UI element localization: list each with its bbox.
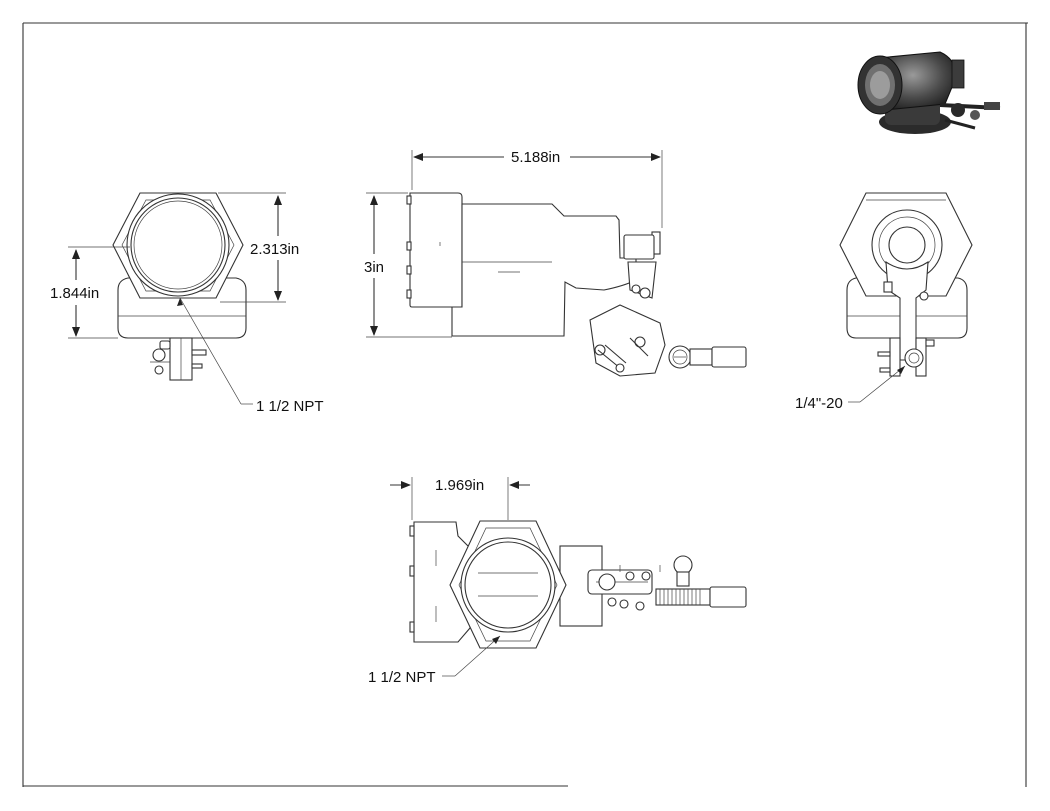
side-view	[406, 192, 747, 377]
front-center-height-label: 1.844in	[50, 285, 99, 302]
top-width-label: 1.969in	[435, 477, 484, 494]
front-overall-height-label: 2.313in	[250, 241, 299, 258]
valve-3d-icon	[857, 51, 1001, 134]
side-dimensions	[366, 150, 663, 338]
rear-view	[839, 192, 973, 403]
side-length-label: 5.188in	[511, 149, 560, 166]
sheet-border	[22, 22, 1028, 787]
front-thread-callout: 1 1/2 NPT	[256, 398, 324, 415]
top-thread-callout: 1 1/2 NPT	[368, 669, 436, 686]
front-view	[112, 192, 247, 381]
front-dimensions	[68, 192, 286, 405]
top-dimensions	[390, 477, 530, 677]
rear-thread-callout: 1/4"-20	[795, 395, 843, 412]
top-view	[409, 520, 747, 649]
side-height-label: 3in	[364, 259, 384, 276]
